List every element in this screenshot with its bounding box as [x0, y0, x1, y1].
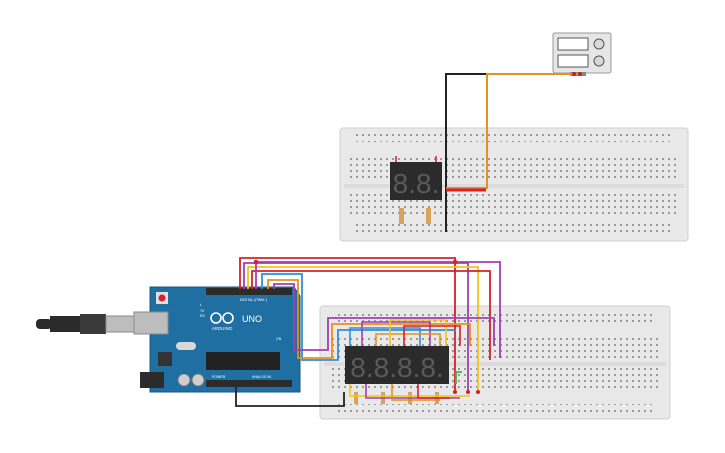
dc-power-jack[interactable]	[140, 372, 164, 388]
wire-red-jumper[interactable]	[403, 325, 461, 346]
resistor[interactable]	[354, 392, 358, 404]
power-rail-bottom-2	[356, 230, 674, 234]
arduino-logo-icon	[210, 312, 234, 324]
digital-header[interactable]	[206, 288, 292, 295]
display-digits: 8.8.8.8.	[350, 352, 443, 383]
arduino-uno-board[interactable]: ARDUINO UNO DIGITAL (PWM~) POWER ANALOG …	[133, 286, 301, 393]
wire-orange-jumper[interactable]	[375, 333, 441, 346]
wire-yellow-jumper[interactable]	[389, 319, 447, 346]
resistor[interactable]	[426, 208, 431, 224]
power-rail-bottom-2	[336, 408, 656, 412]
wire-orange-psu-positive[interactable]	[446, 73, 580, 189]
wire-yellow-segment[interactable]	[247, 266, 479, 392]
junction-dot	[452, 259, 458, 265]
voltage-knob[interactable]	[593, 38, 605, 50]
wire-orange-segment[interactable]	[267, 279, 471, 359]
l-led-label: L	[200, 303, 202, 307]
capacitor	[177, 373, 191, 387]
capacitor	[191, 373, 205, 387]
usb-port[interactable]	[133, 311, 169, 335]
on-led-label: ON	[276, 337, 282, 341]
power-rail-top-1	[356, 134, 674, 138]
voltage-display	[557, 37, 589, 51]
usb-interface-chip	[158, 352, 172, 366]
resistor[interactable]	[399, 208, 404, 224]
model-label: UNO	[242, 314, 262, 324]
wire-green[interactable]	[455, 371, 462, 384]
psu-terminal-negative	[572, 72, 576, 76]
power-analog-header[interactable]	[206, 380, 292, 387]
center-channel	[344, 184, 684, 188]
power-label: POWER	[212, 375, 226, 379]
rx-label: RX	[200, 314, 206, 318]
seven-segment-2-digit[interactable]: 8.8.	[390, 156, 442, 200]
wire-red-vcc[interactable]	[239, 257, 456, 392]
wire-purple-segment[interactable]	[243, 262, 469, 392]
wire-blue-jumper[interactable]	[349, 327, 421, 346]
power-rail-top-1	[336, 312, 656, 316]
junction-dot	[253, 259, 259, 265]
wire-red-bottom[interactable]	[417, 384, 450, 399]
power-rail-bottom-1	[336, 401, 656, 405]
display-digits: 8.8.	[393, 168, 440, 199]
wire-orange-bottom[interactable]	[391, 384, 440, 401]
wire-blue-segment[interactable]	[261, 273, 456, 361]
seven-segment-4-digit[interactable]: 8.8.8.8.	[345, 346, 449, 384]
power-rail-bottom-1	[356, 223, 674, 227]
tx-label: TX	[200, 309, 205, 313]
resistors-top	[399, 208, 431, 224]
junction-dot	[466, 390, 470, 394]
digital-pins-label: DIGITAL (PWM~)	[240, 298, 267, 302]
psu-terminal-positive	[578, 72, 582, 76]
current-knob[interactable]	[593, 55, 605, 67]
wire-red-segment[interactable]	[251, 270, 491, 360]
junction-dot	[453, 390, 457, 394]
center-channel	[324, 362, 666, 366]
power-supply[interactable]	[552, 32, 612, 76]
analog-in-label: ANALOG IN	[252, 375, 272, 379]
atmega-chip	[206, 352, 280, 370]
brand-label: ARDUINO	[212, 326, 233, 331]
power-rail-top-2	[336, 319, 656, 323]
usb-cable[interactable]	[36, 314, 135, 334]
crystal-oscillator	[176, 342, 196, 350]
power-rail-top-2	[356, 141, 674, 145]
junction-dot	[476, 390, 480, 394]
wire-purple-segment-2[interactable]	[273, 283, 495, 351]
wire-purple-digit[interactable]	[255, 261, 501, 358]
reset-icon	[158, 294, 166, 302]
current-display	[557, 54, 589, 68]
wire-yellow-bottom[interactable]	[349, 384, 470, 397]
wire-black-ground[interactable]	[235, 387, 345, 407]
